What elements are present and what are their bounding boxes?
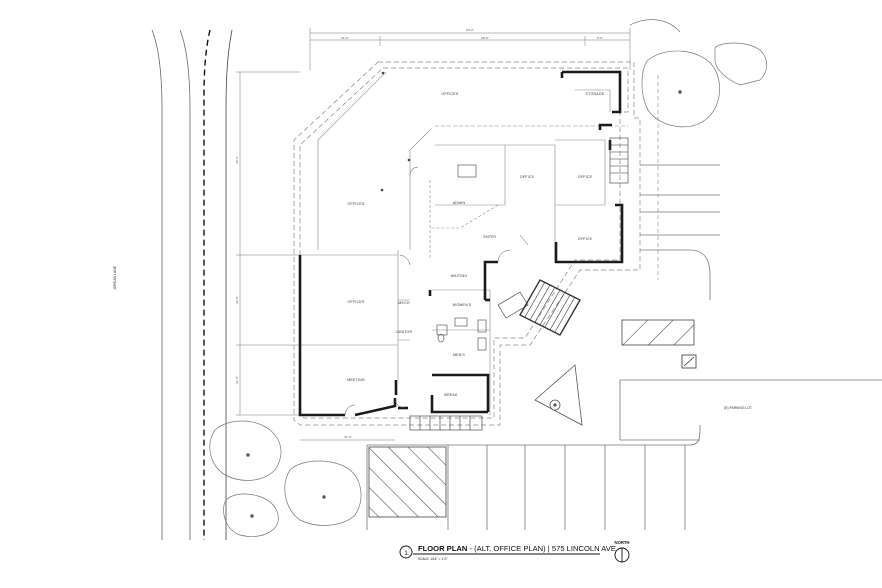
stairs-main — [497, 279, 581, 336]
room-label-janitor: JANITOR — [396, 330, 413, 334]
dim-left-3: 21'-0" — [235, 376, 239, 384]
exterior-walls — [298, 70, 624, 417]
title-block: 1 FLOOR PLAN - (ALT. OFFICE PLAN) | 575 … — [399, 544, 618, 561]
planter — [534, 364, 583, 426]
stairs-rear — [609, 137, 629, 184]
door-swings — [344, 166, 529, 416]
dim-top-3: 9'-6" — [597, 36, 603, 40]
room-label-break: BREAK — [444, 393, 458, 397]
dim-left-2: 32'-0" — [235, 296, 239, 304]
stairs-bottom — [409, 415, 483, 431]
dimension-lines — [236, 28, 659, 441]
room-label-mech: MECH — [398, 301, 410, 305]
interior-partitions — [300, 71, 628, 415]
parking-lot — [366, 164, 882, 530]
column-markers — [380, 71, 411, 192]
north-arrow: NORTH — [614, 540, 630, 563]
dim-top-1: 21'-6" — [341, 36, 349, 40]
dim-top-2: 28'-0" — [481, 36, 489, 40]
building-outline — [293, 61, 641, 426]
room-label-offices-top: OFFICES — [442, 92, 459, 96]
room-label-office-2: OFFICE — [578, 175, 593, 179]
room-label-entry: ENTRY — [483, 235, 497, 239]
room-label-offices-left: OFFICES — [348, 202, 365, 206]
trees — [209, 19, 768, 537]
parking-label: (E) PARKING LOT — [724, 406, 752, 410]
north-label: NORTH — [615, 540, 630, 545]
drawing-number-badge — [399, 545, 413, 559]
room-label-meeting: MEETING — [347, 378, 365, 382]
hatched-area-bottom — [368, 446, 447, 518]
hatched-area-right — [621, 319, 695, 346]
dim-bottom: 31'-0" — [344, 435, 352, 439]
room-label-storage: STORAGE — [586, 92, 605, 96]
dim-top-4: 60'-0" — [466, 28, 474, 32]
street — [151, 29, 233, 540]
room-label-office-3: OFFICE — [578, 237, 593, 241]
room-label-admin: ADMIN — [453, 201, 466, 205]
drawing-title-rest: - (ALT. OFFICE PLAN) | 575 LINCOLN AVE. — [467, 544, 618, 553]
drawing-title-bold: FLOOR PLAN — [418, 544, 467, 553]
drawing-scale: SCALE: 1/16" = 1'-0" — [418, 557, 448, 561]
drawing-number: 1 — [404, 551, 408, 557]
street-label: JORDAN LANE — [113, 265, 117, 289]
room-label-offices-lower: OFFICES — [348, 300, 365, 304]
drawing-title: FLOOR PLAN - (ALT. OFFICE PLAN) | 575 LI… — [418, 544, 618, 553]
restroom-fixtures — [436, 164, 487, 351]
room-label-mens: MEN'S — [453, 353, 465, 357]
accessible-symbol — [681, 354, 697, 369]
room-label-womens: WOMEN'S — [453, 303, 472, 307]
room-label-office-1: OFFICE — [520, 175, 535, 179]
dim-left-1: 35'-0" — [235, 156, 239, 164]
room-label-waiting: WAITING — [451, 274, 468, 278]
